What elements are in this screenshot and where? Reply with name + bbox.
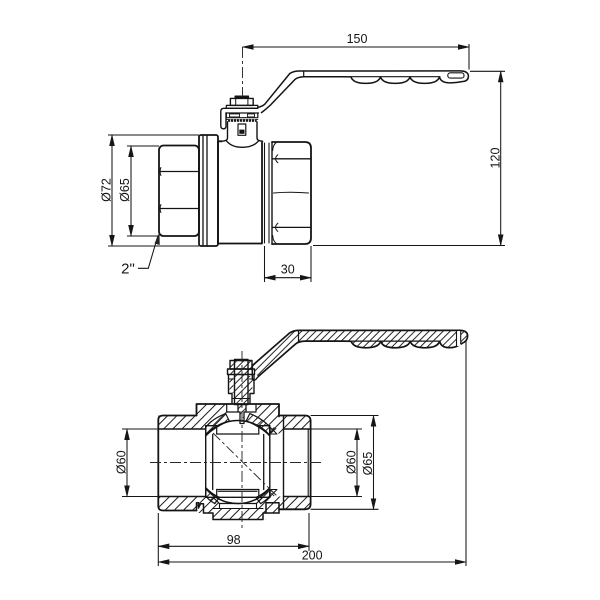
- svg-text:30: 30: [281, 263, 295, 277]
- svg-text:Ø72: Ø72: [100, 178, 114, 202]
- svg-text:120: 120: [488, 148, 502, 169]
- svg-text:Ø65: Ø65: [118, 178, 132, 202]
- svg-text:Ø60: Ø60: [345, 450, 359, 474]
- svg-text:98: 98: [227, 533, 241, 547]
- svg-text:200: 200: [302, 549, 323, 563]
- svg-text:2": 2": [121, 261, 135, 278]
- svg-text:150: 150: [347, 32, 368, 46]
- svg-text:Ø60: Ø60: [115, 450, 129, 474]
- svg-text:Ø65: Ø65: [361, 452, 375, 476]
